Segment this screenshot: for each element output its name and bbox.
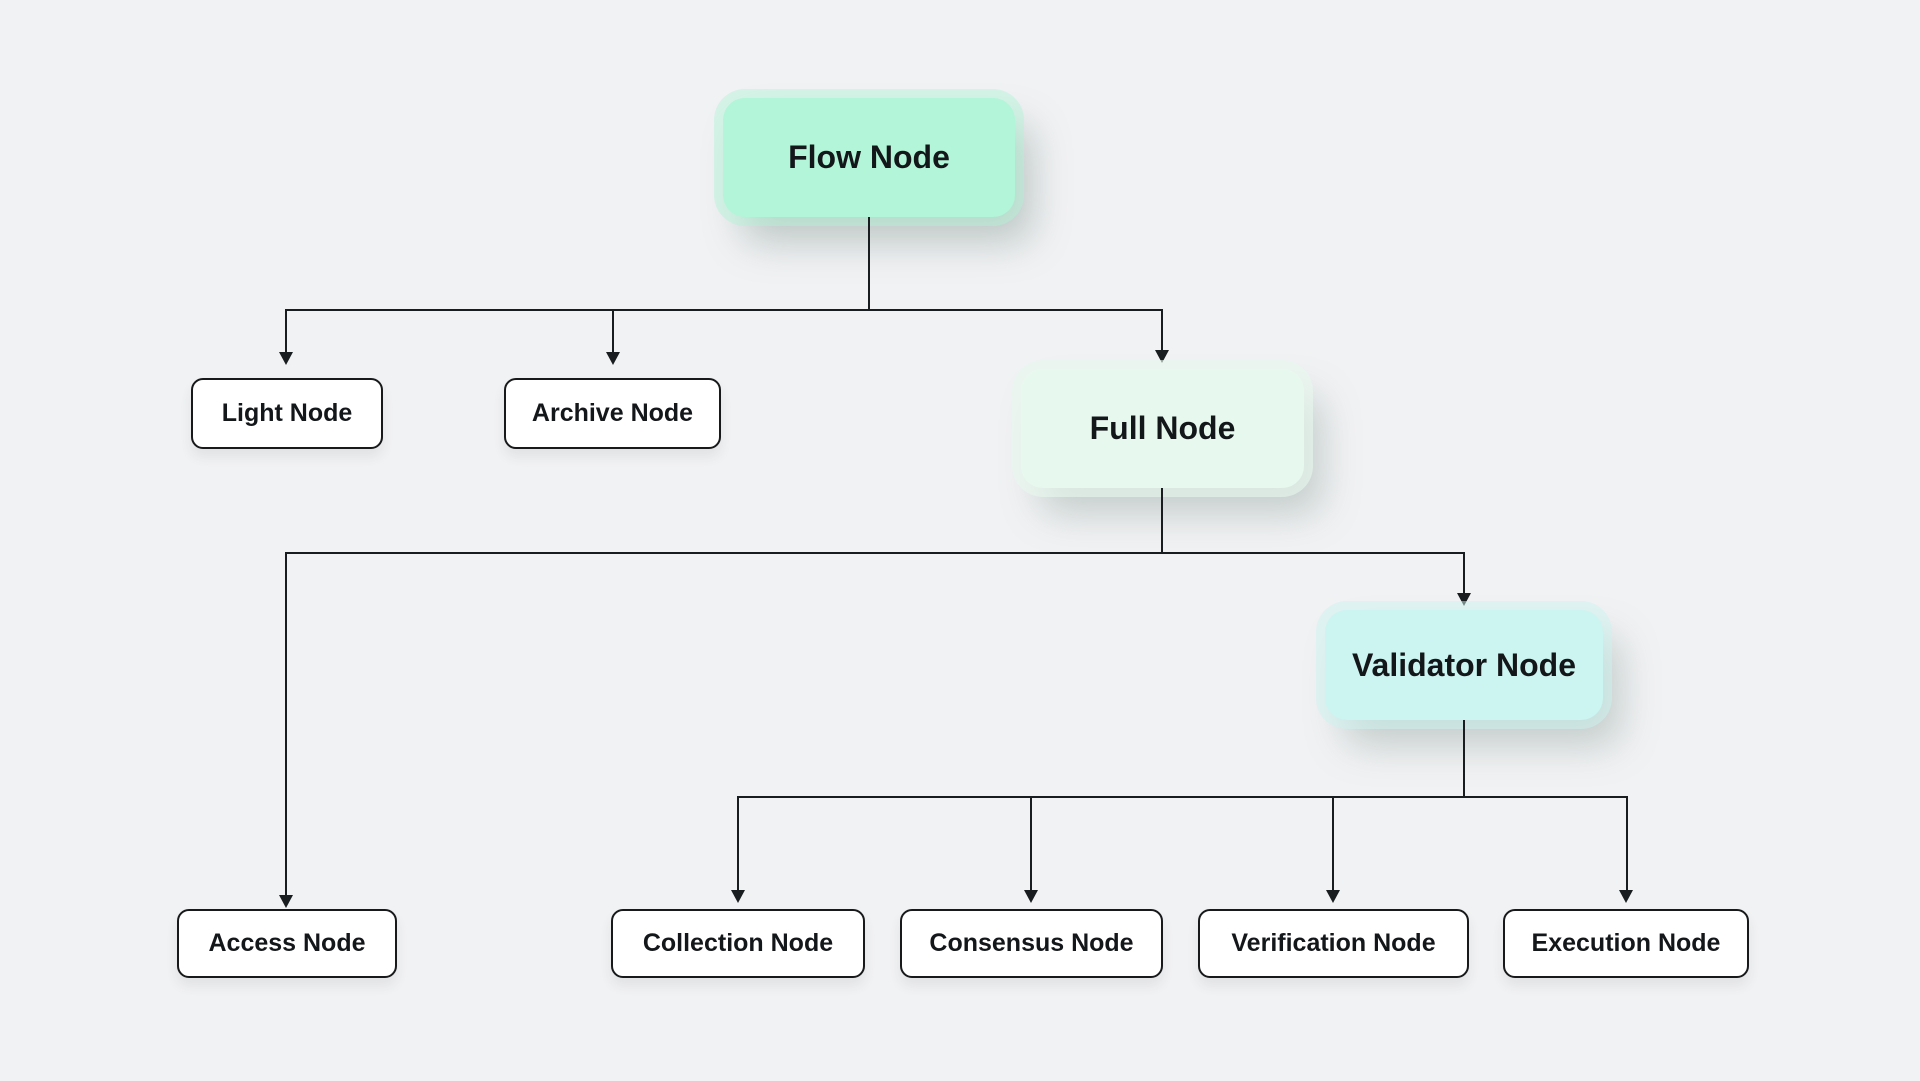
- node-light-label: Light Node: [221, 399, 353, 427]
- connector-drop-verification: [1332, 796, 1334, 891]
- node-access-label: Access Node: [208, 929, 366, 957]
- arrowhead-execution: [1619, 890, 1633, 903]
- arrowhead-verification: [1326, 890, 1340, 903]
- connector-drop-consensus: [1030, 796, 1032, 891]
- arrowhead-collection: [731, 890, 745, 903]
- node-collection-label: Collection Node: [642, 929, 834, 957]
- arrowhead-validator: [1457, 593, 1471, 606]
- arrowhead-access: [279, 895, 293, 908]
- connector-drop-access: [285, 552, 287, 896]
- node-archive: Archive Node: [504, 378, 721, 449]
- node-execution-label: Execution Node: [1531, 929, 1721, 957]
- arrowhead-consensus: [1024, 890, 1038, 903]
- node-flow: Flow Node: [723, 98, 1015, 217]
- connector-drop-validator: [1463, 552, 1465, 594]
- arrowhead-light: [279, 352, 293, 365]
- node-consensus-label: Consensus Node: [929, 929, 1134, 957]
- arrowhead-archive: [606, 352, 620, 365]
- node-verification: Verification Node: [1198, 909, 1469, 978]
- node-consensus: Consensus Node: [900, 909, 1163, 978]
- node-light: Light Node: [191, 378, 383, 449]
- connector-drop-archive: [612, 309, 614, 353]
- connector-drop-full: [1161, 309, 1163, 351]
- connector-drop-light: [285, 309, 287, 353]
- node-validator-label: Validator Node: [1351, 646, 1577, 683]
- connector-drop-collection: [737, 796, 739, 891]
- node-collection: Collection Node: [611, 909, 865, 978]
- node-full: Full Node: [1021, 369, 1304, 488]
- node-execution: Execution Node: [1503, 909, 1749, 978]
- arrowhead-full: [1155, 350, 1169, 363]
- node-validator: Validator Node: [1325, 610, 1603, 720]
- node-archive-label: Archive Node: [531, 399, 694, 427]
- connector-full-bus: [285, 552, 1465, 554]
- connector-validator-stem: [1463, 720, 1465, 797]
- node-flow-label: Flow Node: [788, 139, 950, 175]
- node-access: Access Node: [177, 909, 397, 978]
- connector-drop-execution: [1626, 796, 1628, 891]
- connector-full-stem: [1161, 488, 1163, 553]
- connector-flow-stem: [868, 217, 870, 310]
- connector-flow-bus: [285, 309, 1163, 311]
- connector-validator-bus: [737, 796, 1628, 798]
- node-verification-label: Verification Node: [1231, 929, 1436, 957]
- node-full-label: Full Node: [1089, 410, 1236, 446]
